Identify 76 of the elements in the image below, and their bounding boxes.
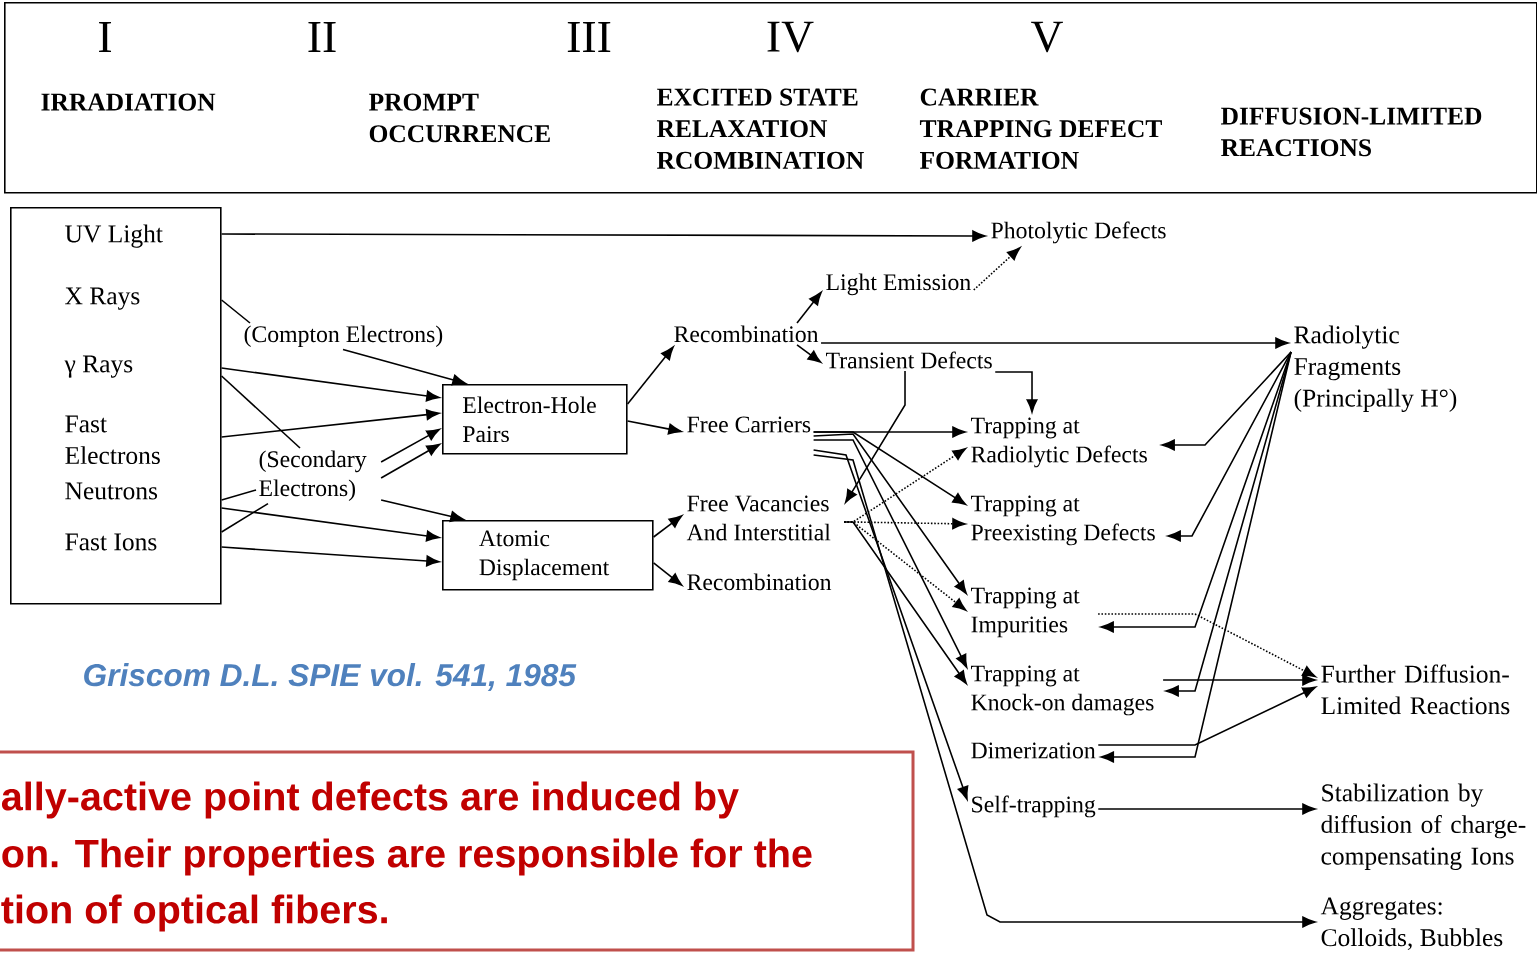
process-text: Self-trapping <box>972 795 1096 818</box>
process-text: Light Emission <box>826 273 971 296</box>
process-text: Trapping at Radiolytic Defects <box>971 417 1147 468</box>
arrow <box>812 449 969 800</box>
arrow <box>220 507 440 542</box>
process-text: Recombination <box>687 573 832 591</box>
arrow <box>626 346 674 405</box>
arrow <box>342 348 466 386</box>
process-text: Trapping at Preexisting Defects <box>971 495 1155 546</box>
arrow <box>380 499 464 522</box>
connector-line <box>220 299 251 324</box>
stage-number: II <box>308 22 336 52</box>
connector-line <box>220 375 301 449</box>
source-label: Fast Ions <box>65 533 157 551</box>
process-text: Transient Defects <box>826 351 992 369</box>
stage-heading: CARRIER TRAPPING DEFECT FORMATION <box>919 88 1162 169</box>
arrow <box>812 431 967 506</box>
process-text: Stabilization by diffusion of charge-compensating Ions <box>1321 783 1526 870</box>
source-label: X Rays <box>65 287 140 310</box>
arrow <box>812 439 968 668</box>
arrow <box>1097 803 1316 815</box>
process-text: Trapping at Knock-on damages <box>971 665 1154 716</box>
arrow <box>844 370 906 504</box>
source-label: Neutrons <box>65 482 158 500</box>
arrow <box>820 337 1289 349</box>
process-box: Atomic Displacement <box>442 520 654 591</box>
stage-heading: EXCITED STATE RELAXATION RCOMBINATION <box>657 88 864 169</box>
stage-number: IV <box>767 21 814 53</box>
arrow <box>220 546 440 567</box>
stage-number: III <box>567 22 611 52</box>
stage-number: V <box>1031 21 1063 53</box>
process-text: (Secondary Electrons) <box>259 450 367 502</box>
callout-box: ally-active point defects are induced by on. Their properties are responsible for the tion of optical fibers. <box>0 750 915 952</box>
arrow <box>626 420 682 435</box>
process-box: Electron-Hole Pairs <box>442 384 628 455</box>
process-text: Recombination <box>674 325 819 343</box>
arrow <box>220 367 440 402</box>
arrow <box>380 443 441 479</box>
arrow <box>1167 351 1292 542</box>
process-text: Free Carriers <box>687 416 811 433</box>
arrow <box>796 344 822 363</box>
arrow <box>652 515 683 538</box>
arrow <box>1100 351 1292 763</box>
process-text: Trapping at Impurities <box>971 587 1080 638</box>
stage-heading: DIFFUSION-LIMITED REACTIONS <box>1221 107 1482 157</box>
stage-heading: PROMPT OCCURRENCE <box>369 93 550 143</box>
citation-text: Griscom D.L. SPIE vol. 541, 1985 <box>84 663 577 691</box>
arrow <box>652 562 683 586</box>
stage-heading: IRRADIATION <box>41 93 216 111</box>
arrow <box>812 454 1316 928</box>
connector-line <box>220 489 257 501</box>
process-text: Further Diffusion-Limited Reactions <box>1321 664 1510 715</box>
connector-line <box>220 502 269 533</box>
process-text: Radiolytic Fragments (Principally H°) <box>1294 325 1457 412</box>
process-text: Photolytic Defects <box>991 221 1166 244</box>
arrow <box>1161 351 1292 451</box>
arrow <box>220 409 440 438</box>
arrow <box>843 521 967 685</box>
process-text: Aggregates: Colloids, Bubbles <box>1320 897 1503 950</box>
process-text: Free Vacancies And Interstitial <box>686 495 831 541</box>
arrow <box>220 230 986 242</box>
arrow <box>796 291 822 324</box>
source-label: Fast Electrons <box>65 415 160 465</box>
arrow <box>1165 351 1292 697</box>
arrow <box>812 433 967 595</box>
arrow <box>1097 686 1316 746</box>
arrow <box>972 247 1021 291</box>
process-text: Dimerization <box>971 742 1096 759</box>
source-label: UV Light <box>65 224 163 248</box>
arrow <box>1097 613 1316 678</box>
process-text: (Compton Electrons) <box>244 325 443 348</box>
stage-number: I <box>99 22 111 52</box>
arrow <box>380 428 441 463</box>
arrow <box>1162 674 1316 686</box>
arrow <box>994 371 1038 413</box>
source-label: γ Rays <box>64 355 133 378</box>
